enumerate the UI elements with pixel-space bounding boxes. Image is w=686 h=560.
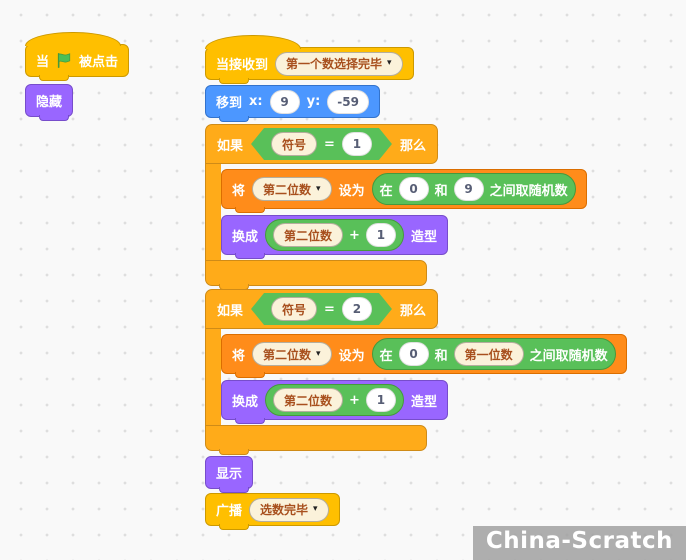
if-label: 如果 [217,303,244,319]
variable-dropdown[interactable]: 第二位数 ▾ [252,177,332,201]
broadcast-message-dropdown[interactable]: 选数完毕 ▾ [249,497,329,522]
variable-fuhao[interactable]: 符号 [271,132,317,156]
pick-random-block[interactable]: 在 0 和 9 之间取随机数 [371,173,576,205]
to-label: 设为 [338,183,365,199]
dropdown-caret-icon: ▾ [316,183,321,194]
variable-label: 第二位数 [284,228,333,243]
compare-input[interactable]: 1 [342,132,372,156]
costume-pre-label: 换成 [232,394,259,410]
watermark: China-Scratch [472,526,686,560]
variable-name: 第二位数 [263,347,312,362]
switch-costume-block[interactable]: 换成 第二位数 + 1 造型 [221,215,448,259]
broadcast-label: 广播 [216,504,243,519]
random-pre-label: 在 [379,183,393,199]
hide-label: 隐藏 [36,95,63,110]
variable-dierweishu[interactable]: 第二位数 [273,223,344,247]
compare-input[interactable]: 2 [342,297,372,321]
then-label: 那么 [399,138,426,154]
if-header: 如果 符号 = 1 那么 [205,124,438,164]
random-min-input[interactable]: 0 [398,342,429,366]
x-input[interactable]: 9 [269,89,300,114]
random-post-label: 之间取随机数 [529,348,608,364]
show-block[interactable]: 显示 [205,456,254,493]
costume-post-label: 造型 [410,229,437,245]
if-block-1[interactable]: 如果 符号 = 1 那么 将 第二位数 ▾ 设为 [205,124,587,290]
variable-dropdown[interactable]: 第二位数 ▾ [252,342,332,366]
variable-diyiweishu[interactable]: 第一位数 [453,342,524,366]
set-variable-block[interactable]: 将 第二位数 ▾ 设为 在 0 和 9 之间取随机数 [221,169,587,213]
goto-xy-block[interactable]: 移到 x: 9 y: -59 [205,85,380,122]
random-min-input[interactable]: 0 [398,177,429,201]
y-input[interactable]: -59 [327,89,369,114]
when-receive-label: 当接收到 [216,58,269,73]
random-max-input[interactable]: 9 [453,177,484,201]
costume-post-label: 造型 [410,394,437,410]
clicked-label: 被点击 [79,55,119,70]
to-label: 设为 [338,348,365,364]
variable-label: 第二位数 [284,393,333,408]
variable-fuhao[interactable]: 符号 [271,297,317,321]
if-spine [205,163,221,261]
plus-input[interactable]: 1 [365,223,396,247]
if-spine [205,328,221,426]
if-footer [205,425,427,455]
equals-sign: = [324,301,335,317]
broadcast-block[interactable]: 广播 选数完毕 ▾ [205,493,340,530]
plus-operator[interactable]: 第二位数 + 1 [265,384,404,416]
variable-label: 第一位数 [464,347,513,362]
equals-operator[interactable]: 符号 = 2 [251,293,392,325]
when-receive-block[interactable]: 当接收到 第一个数选择完毕 ▾ [205,35,414,84]
dropdown-caret-icon: ▾ [313,504,318,514]
plus-input[interactable]: 1 [365,388,396,412]
green-flag-icon [57,53,71,68]
if-block-2[interactable]: 如果 符号 = 2 那么 将 第二位数 ▾ 设为 [205,289,627,455]
goto-label: 移到 [216,96,243,111]
variable-label: 符号 [282,302,307,317]
equals-sign: = [324,136,335,152]
if-label: 如果 [217,138,244,154]
plus-operator[interactable]: 第二位数 + 1 [265,219,404,251]
set-label: 将 [232,183,246,199]
message-name: 第一个数选择完毕 [286,57,383,71]
costume-pre-label: 换成 [232,229,259,245]
dropdown-caret-icon: ▾ [316,348,321,359]
variable-dierweishu[interactable]: 第二位数 [273,388,344,412]
if-footer [205,260,427,290]
then-label: 那么 [399,303,426,319]
plus-sign: + [349,227,360,243]
show-label: 显示 [216,467,243,482]
when-label: 当 [36,55,50,70]
set-variable-block[interactable]: 将 第二位数 ▾ 设为 在 0 和 第一位数 之间取随机数 [221,334,627,378]
set-label: 将 [232,348,246,364]
variable-name: 第二位数 [263,182,312,197]
when-flag-clicked-block[interactable]: 当 被点击 [25,32,130,81]
variable-label: 符号 [282,137,307,152]
hide-block[interactable]: 隐藏 [25,84,74,121]
if-header: 如果 符号 = 2 那么 [205,289,438,329]
random-pre-label: 在 [379,348,393,364]
y-label: y: [306,94,321,109]
equals-operator[interactable]: 符号 = 1 [251,128,392,160]
message-dropdown[interactable]: 第一个数选择完毕 ▾ [275,51,403,76]
pick-random-block[interactable]: 在 0 和 第一位数 之间取随机数 [371,338,616,370]
switch-costume-block[interactable]: 换成 第二位数 + 1 造型 [221,380,448,424]
random-mid-label: 和 [434,348,448,364]
dropdown-caret-icon: ▾ [387,58,392,68]
random-post-label: 之间取随机数 [489,183,568,199]
broadcast-message-name: 选数完毕 [260,503,309,517]
plus-sign: + [349,392,360,408]
random-mid-label: 和 [434,183,448,199]
x-label: x: [249,94,263,109]
